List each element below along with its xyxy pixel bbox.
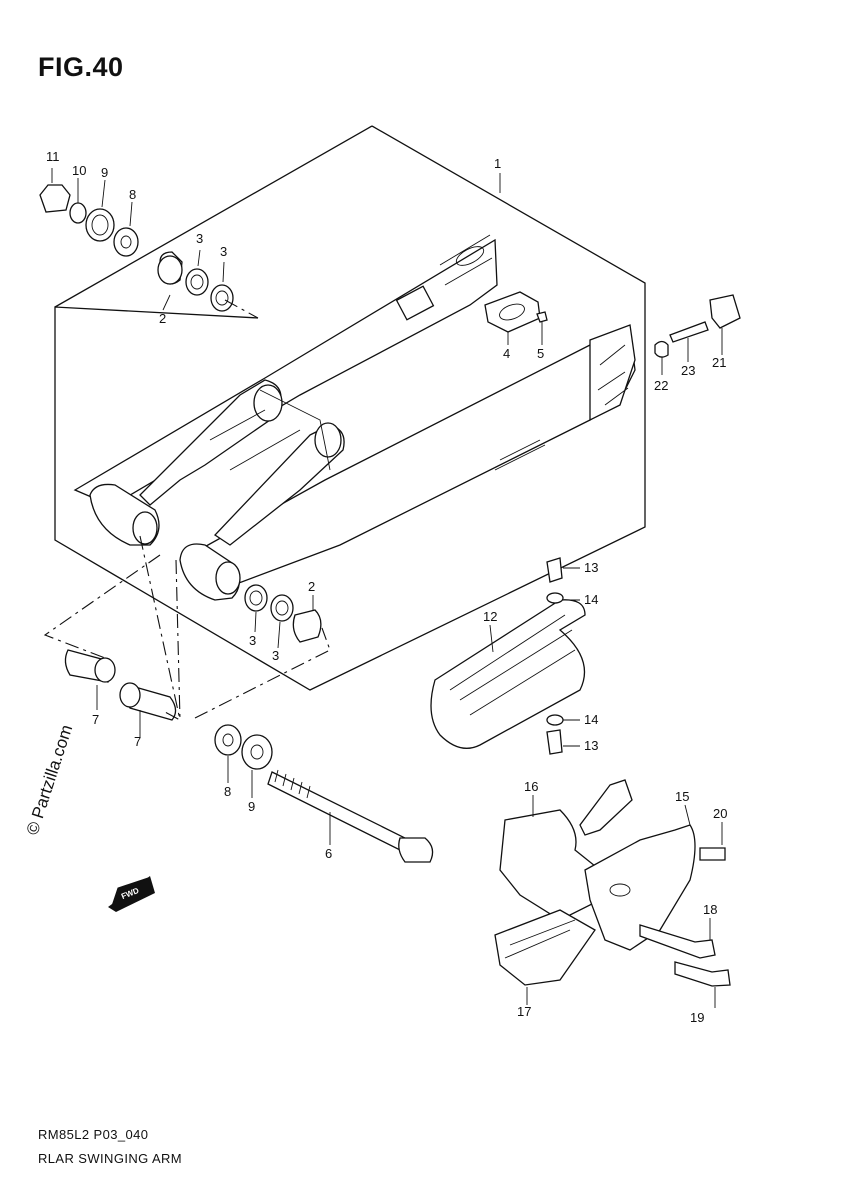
swingarm-cross-brace bbox=[139, 379, 345, 546]
callout-10: 10 bbox=[72, 163, 87, 178]
callout-3: 3 bbox=[196, 231, 204, 246]
callout-9: 9 bbox=[248, 799, 256, 814]
nut-washer-stack bbox=[39, 168, 139, 257]
callout-5: 5 bbox=[537, 346, 545, 361]
figure-title: FIG.40 bbox=[38, 52, 124, 82]
callout-8: 8 bbox=[224, 784, 232, 799]
spacer-collars bbox=[64, 649, 177, 738]
chain-adjuster-stopper bbox=[654, 294, 741, 375]
callout-14: 14 bbox=[584, 592, 599, 607]
callout-3: 3 bbox=[220, 244, 228, 259]
upper-bushing-group bbox=[157, 249, 234, 312]
swingarm-right-arm bbox=[179, 324, 636, 601]
chain-adjuster-plate bbox=[484, 291, 548, 345]
pivot-bolt-assembly bbox=[214, 724, 434, 863]
callout-22: 22 bbox=[654, 378, 669, 393]
callout-17: 17 bbox=[517, 1004, 532, 1019]
callout-15: 15 bbox=[675, 789, 690, 804]
diagram-part-name: RLAR SWINGING ARM bbox=[38, 1151, 183, 1166]
callout-20: 20 bbox=[713, 806, 728, 821]
callout-3: 3 bbox=[272, 648, 280, 663]
callout-7: 7 bbox=[92, 712, 100, 727]
callout-9: 9 bbox=[101, 165, 109, 180]
chain-slider-assembly bbox=[430, 557, 586, 755]
callout-14: 14 bbox=[584, 712, 599, 727]
callout-13: 13 bbox=[584, 560, 599, 575]
callout-18: 18 bbox=[703, 902, 718, 917]
callout-23: 23 bbox=[681, 363, 696, 378]
callout-3: 3 bbox=[249, 633, 257, 648]
chain-guide-assembly bbox=[494, 779, 731, 1008]
lower-bushing-group bbox=[244, 584, 322, 649]
callout-1: 1 bbox=[494, 156, 502, 171]
callout-16: 16 bbox=[524, 779, 539, 794]
callout-11: 11 bbox=[46, 149, 60, 164]
callout-7: 7 bbox=[134, 734, 142, 749]
callout-2: 2 bbox=[159, 311, 167, 326]
callout-19: 19 bbox=[690, 1010, 705, 1025]
callout-12: 12 bbox=[483, 609, 498, 624]
callout-8: 8 bbox=[129, 187, 137, 202]
callout-13: 13 bbox=[584, 738, 599, 753]
callout-2: 2 bbox=[308, 579, 316, 594]
callout-21: 21 bbox=[712, 355, 727, 370]
diagram-part-code: RM85L2 P03_040 bbox=[38, 1127, 149, 1142]
swingarm-left-arm bbox=[73, 234, 498, 546]
callout-4: 4 bbox=[503, 346, 511, 361]
callout-6: 6 bbox=[325, 846, 333, 861]
